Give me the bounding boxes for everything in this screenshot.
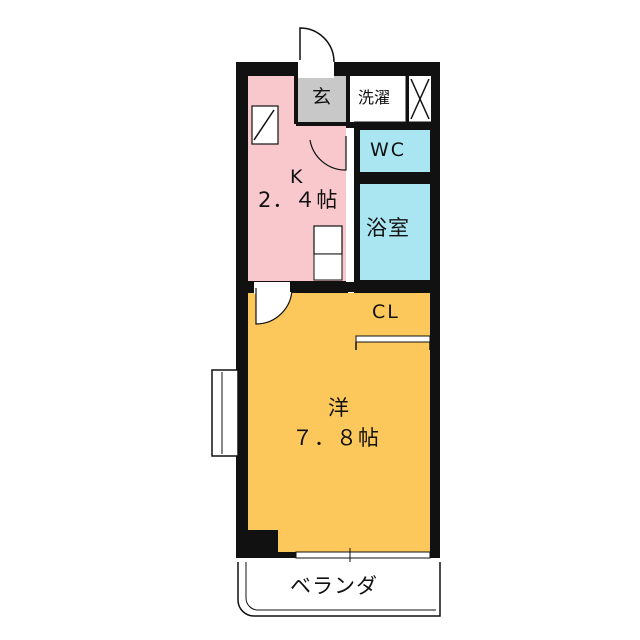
- kitchen-size: 2．４帖: [258, 188, 339, 212]
- closet-label: CL: [372, 301, 400, 323]
- western-door: [255, 287, 293, 325]
- laundry-label: 洗濯: [358, 88, 391, 107]
- western-label: 洋: [328, 396, 350, 420]
- entrance-label: 玄: [312, 86, 334, 108]
- kitchen-label: K: [290, 166, 305, 188]
- counter: [313, 253, 343, 281]
- window-bay: [211, 369, 239, 457]
- laundry-floor: [350, 76, 406, 122]
- corner-column: [248, 530, 278, 552]
- sink-unit: [313, 225, 343, 255]
- bath-floor: [360, 184, 430, 280]
- western-floor: [248, 293, 430, 552]
- western-floor: [248, 341, 430, 345]
- storage-shelf: [253, 109, 275, 141]
- balcony-inner: [245, 562, 436, 611]
- bath-label: 浴室: [366, 216, 410, 240]
- wc-floor: [360, 130, 430, 172]
- balcony-door: [295, 551, 431, 559]
- wc-label: WC: [370, 139, 407, 161]
- entrance-door-opening: [298, 60, 334, 78]
- balcony-label: ベランダ: [290, 574, 378, 598]
- balcony: [237, 562, 441, 617]
- closet-rail: [355, 335, 431, 343]
- western-size: ７．８帖: [292, 426, 380, 450]
- partition: [346, 128, 354, 282]
- entrance-floor: [298, 76, 346, 122]
- kitchen-door: [309, 136, 347, 171]
- entrance-door: [299, 27, 335, 63]
- shaft-cross: [410, 78, 430, 120]
